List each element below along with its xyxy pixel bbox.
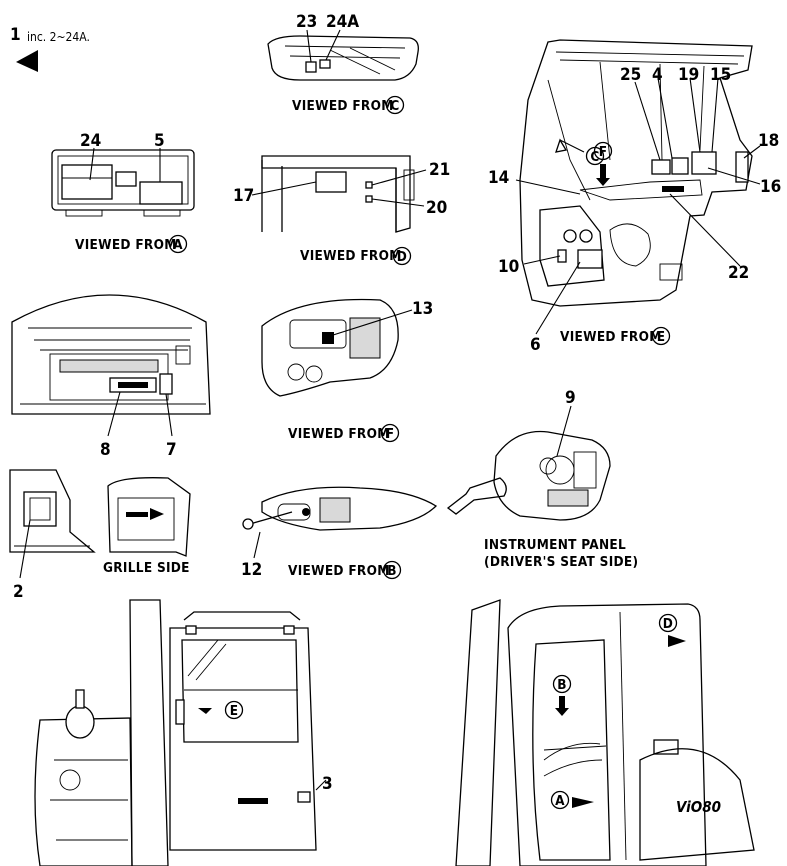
note-block: 1 inc. 2~24A. [10,25,90,72]
label-17: 17 [233,186,254,206]
view-d-detail: 17 21 20 VIEWED FROM D [233,155,450,266]
label-10: 10 [498,257,519,277]
label-8: 8 [100,440,111,460]
caption-grille-side: GRILLE SIDE [103,560,190,576]
note-text: inc. 2~24A. [27,30,90,44]
caption-view-f: VIEWED FROM [288,426,390,442]
view-b-letter: B [387,563,397,579]
label-16: 16 [760,177,781,197]
caption-view-d: VIEWED FROM [300,248,402,264]
side-view-d-letter: D [663,616,673,632]
view-e-c-letter: C [590,149,599,165]
front-direction-arrow [16,50,38,72]
caption-instrument-line1: INSTRUMENT PANEL [484,537,626,553]
grille-side-detail: GRILLE SIDE [103,477,191,576]
view-f-letter: F [386,426,395,442]
label-9: 9 [565,388,576,408]
view-b-detail: 12 VIEWED FROM B [241,486,438,580]
label-22: 22 [728,263,749,283]
label-23: 23 [296,12,317,32]
label-20: 20 [426,198,447,218]
label-13: 13 [412,299,433,319]
rear-compartment-detail: 8 7 [11,294,211,460]
view-c-letter: C [390,98,399,114]
machine-rear-view: E 3 [34,599,333,866]
model-badge: ViO80 [676,798,721,816]
caption-instrument-line2: (DRIVER'S SEAT SIDE) [484,554,638,570]
label-12: 12 [241,560,262,580]
side-view-b-letter: B [557,677,567,693]
view-d-letter: D [397,249,407,265]
view-a-letter: A [173,237,183,253]
label-7: 7 [166,440,177,460]
label-15: 15 [710,65,731,85]
view-c-detail: 23 24A VIEWED FROM C [267,12,419,115]
caption-view-b: VIEWED FROM [288,563,390,579]
label-2: 2 [13,582,24,602]
note-index: 1 [10,25,21,45]
view-e-letter: E [657,329,666,345]
label-25: 25 [620,65,641,85]
label-5: 5 [154,131,165,151]
label-4: 4 [652,65,663,85]
label-18: 18 [758,131,779,151]
label-19: 19 [678,65,699,85]
instrument-panel-detail: 9 INSTRUMENT PANEL (DRIVER'S SEAT SIDE) [446,388,638,570]
view-a-detail: 24 5 VIEWED FROM A [51,131,195,254]
label-21: 21 [429,160,450,180]
label-3: 3 [322,774,333,794]
view-f-detail: 13 VIEWED FROM F [261,298,433,443]
detail-2: 2 [9,469,96,602]
label-14: 14 [488,168,509,188]
caption-view-c: VIEWED FROM [292,98,394,114]
rear-view-e-letter: E [230,703,239,719]
label-24: 24 [80,131,101,151]
machine-side-view: B D A ViO80 [455,599,755,866]
caption-view-a: VIEWED FROM [75,237,177,253]
side-view-a-letter: A [555,793,565,809]
label-6: 6 [530,335,541,355]
view-e-detail: C F 25 4 19 15 18 16 14 22 10 [488,39,781,355]
view-e-f-letter: F [599,144,608,160]
label-24a: 24A [326,12,359,32]
caption-view-e: VIEWED FROM [560,329,662,345]
